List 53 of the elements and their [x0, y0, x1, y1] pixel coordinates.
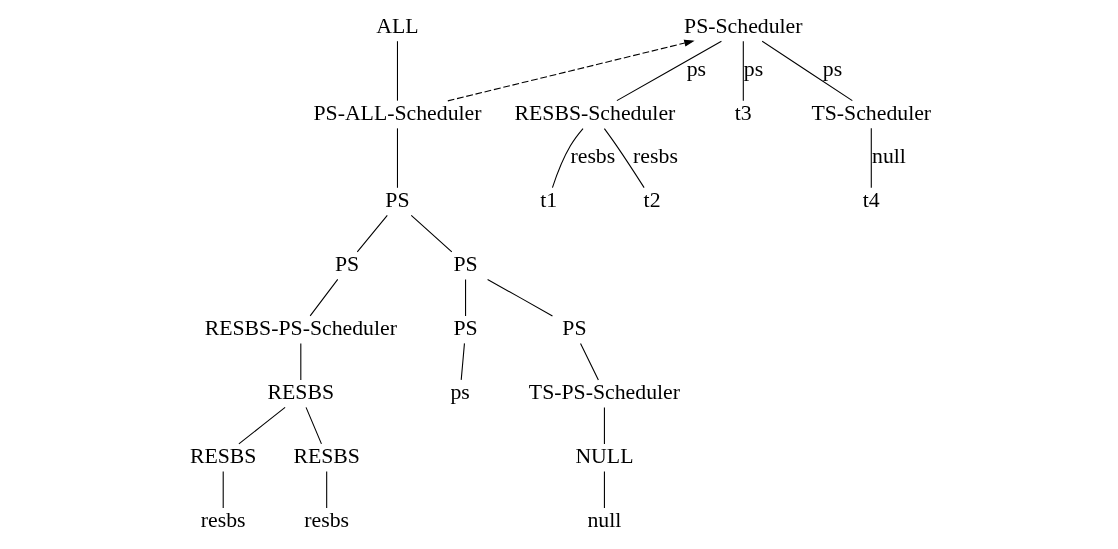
edge-label: ps: [686, 57, 706, 82]
node-text: RESBS: [292, 443, 360, 468]
node-text: PS: [334, 251, 359, 276]
node-text: PS-Scheduler: [683, 13, 803, 38]
connector: [761, 40, 853, 102]
connector: [222, 470, 224, 509]
connector: [460, 342, 465, 381]
connector: [396, 127, 398, 189]
edge-label: resbs: [632, 144, 678, 169]
connector: [410, 214, 452, 253]
connector: [615, 40, 722, 102]
node-text: resbs: [200, 507, 246, 532]
connector: [299, 342, 301, 381]
connector: [742, 40, 744, 102]
connector: [486, 278, 553, 317]
edge-label: resbs: [569, 144, 615, 169]
node-text: RESBS-Scheduler: [513, 100, 675, 125]
edge-label: ps: [743, 57, 763, 82]
connector: [309, 278, 338, 317]
edge-label: null: [871, 144, 906, 169]
node-text: RESBS-PS-Scheduler: [204, 315, 397, 340]
node-text: NULL: [574, 443, 633, 468]
node-text: RESBS: [267, 379, 334, 404]
node-text: t3: [734, 100, 752, 125]
node-text: TS-Scheduler: [810, 100, 931, 125]
node-text: t1: [539, 187, 557, 212]
connector: [464, 278, 466, 317]
connector: [603, 128, 645, 189]
connector: [305, 406, 322, 445]
node-text: PS-ALL-Scheduler: [312, 100, 481, 125]
node-text: PS: [384, 187, 410, 212]
node-text: null: [586, 507, 621, 532]
connector: [325, 470, 327, 509]
node-text: ps: [449, 379, 470, 404]
connector: [237, 406, 286, 445]
connector: [603, 470, 605, 509]
node-text: t4: [862, 187, 880, 212]
connector: [396, 40, 398, 102]
node-text: ALL: [375, 13, 419, 38]
node-text: PS: [452, 251, 478, 276]
node-text: RESBS: [189, 443, 256, 468]
node-text: resbs: [303, 507, 349, 532]
connector: [551, 128, 584, 189]
connector: [579, 342, 599, 381]
arrow: [446, 39, 695, 102]
connector: [603, 406, 605, 445]
connector: [356, 214, 388, 253]
edge-label: ps: [822, 57, 842, 82]
node-text: t2: [643, 187, 661, 212]
node-text: PS: [561, 315, 587, 340]
node-text: TS-PS-Scheduler: [528, 379, 680, 404]
connector: [870, 127, 872, 189]
node-text: PS: [452, 315, 478, 340]
